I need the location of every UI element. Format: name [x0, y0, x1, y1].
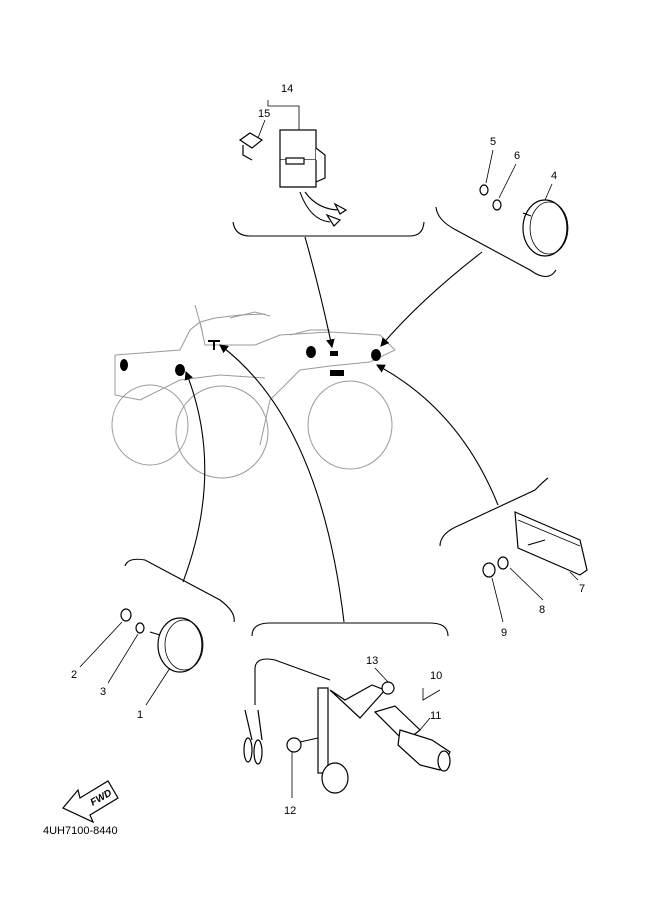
- side-reflector: [482, 511, 588, 623]
- rear-reflector-upper: [479, 149, 569, 257]
- callout-12: 12: [284, 805, 296, 817]
- callout-10: 10: [430, 670, 442, 682]
- callout-8: 8: [539, 604, 545, 616]
- callout-11: 11: [430, 710, 441, 722]
- fwd-arrow-icon: FWD: [62, 780, 119, 824]
- callout-3: 3: [100, 686, 106, 698]
- atv-outline: [111, 304, 396, 479]
- atv-marker-dots: [120, 340, 381, 376]
- callout-6: 6: [514, 150, 520, 162]
- relay-assembly: [238, 100, 348, 227]
- diagram-code: 4UH7100-8440: [43, 825, 118, 837]
- callout-2: 2: [71, 669, 77, 681]
- callout-labels: 14 15 5 6 4 7 8 9 2 3 1 13 10 11 12: [71, 83, 585, 817]
- front-reflector: [79, 608, 204, 706]
- callout-9: 9: [501, 627, 507, 639]
- callout-14: 14: [281, 83, 293, 95]
- switch-assembly: [243, 658, 451, 798]
- callout-13: 13: [366, 655, 378, 667]
- callout-4: 4: [551, 170, 557, 182]
- callout-15: 15: [258, 108, 270, 120]
- callout-7: 7: [579, 583, 585, 595]
- callout-1: 1: [137, 709, 143, 721]
- callout-5: 5: [490, 136, 496, 148]
- leader-lines: [124, 206, 557, 637]
